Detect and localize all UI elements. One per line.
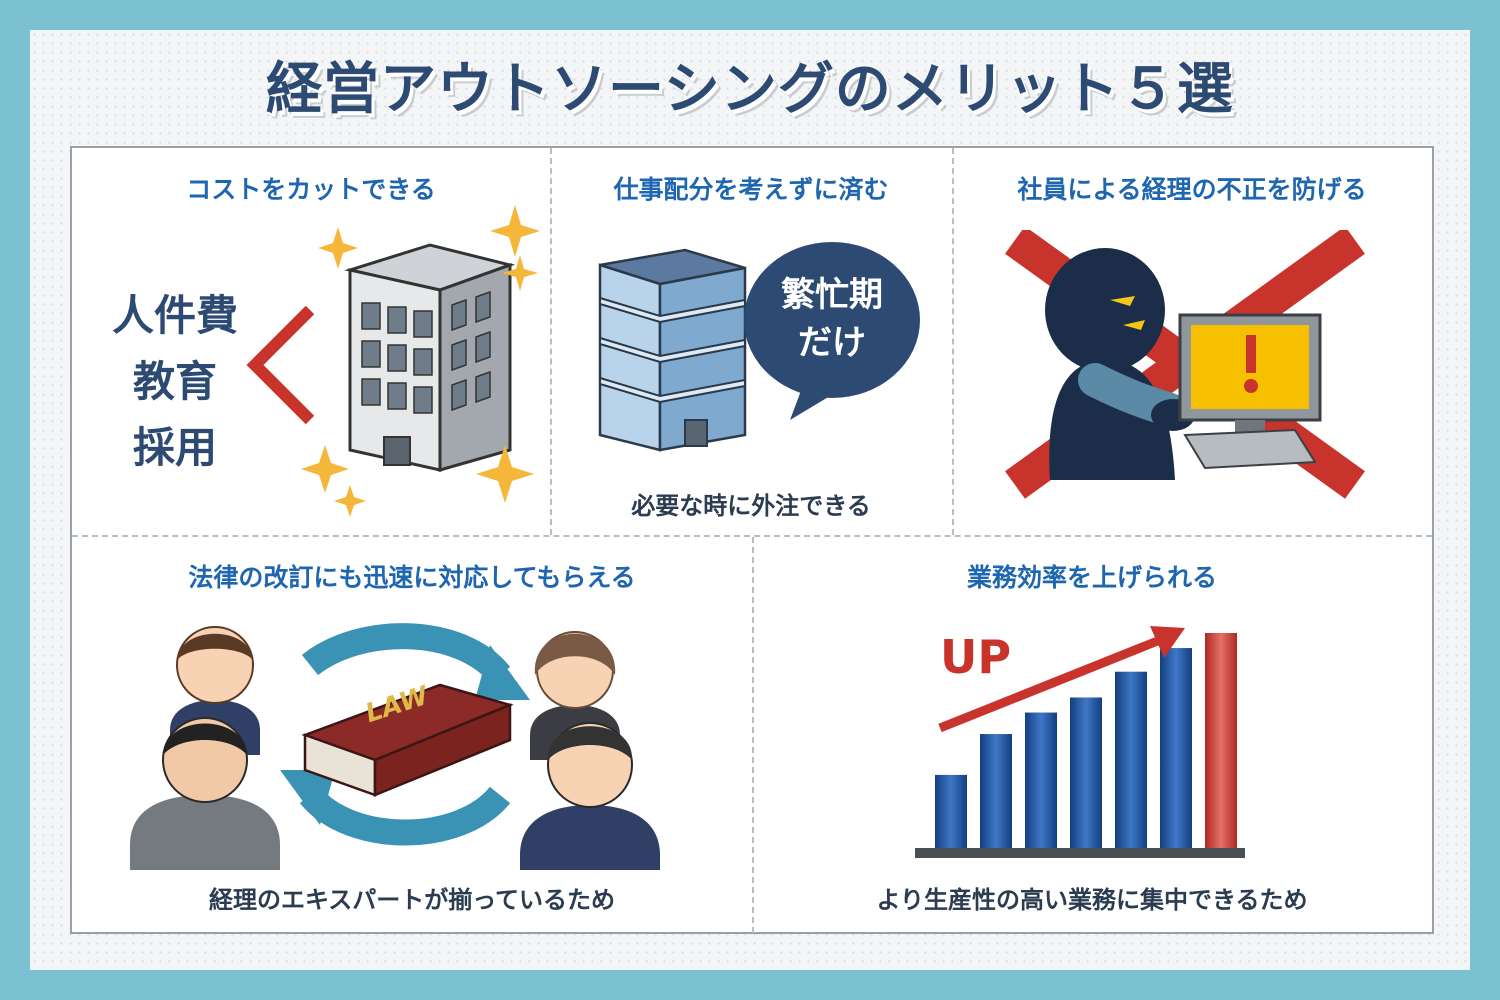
bubble-text-busy-season: 繁忙期 (781, 275, 883, 315)
trend-arrow-head (1150, 626, 1185, 658)
panel-allocation-heading: 仕事配分を考えずに済む (613, 175, 889, 204)
office-building-icon (301, 205, 540, 517)
page-title: 経営アウトソーシングのメリット５選 (266, 57, 1234, 122)
bar-highlight (1205, 633, 1237, 848)
cost-item-hiring: 採用 (132, 423, 217, 472)
bar-1 (935, 774, 967, 848)
trend-arrow-line (938, 635, 1162, 733)
bar-5 (1115, 671, 1147, 848)
panel-law-heading: 法律の改訂にも迅速に対応してもらえる (188, 563, 636, 592)
panel-law-caption: 経理のエキスパートが揃っているため (208, 886, 616, 914)
divider (952, 148, 954, 535)
chart-baseline (915, 848, 1245, 858)
panel-cost-heading: コストをカットできる (186, 175, 436, 204)
experts-and-law-book-illustration (130, 623, 660, 870)
divider (550, 148, 552, 535)
bar-3 (1025, 712, 1057, 848)
less-than-sign (246, 305, 315, 425)
cost-item-personnel: 人件費 (111, 291, 238, 340)
up-label: UP (940, 630, 1012, 684)
growth-bar-chart (915, 626, 1245, 858)
panel-fraud-heading: 社員による経理の不正を防げる (1017, 175, 1367, 204)
fraud-prevention-illustration (1005, 230, 1365, 499)
bar-4 (1070, 697, 1102, 848)
bar-2 (980, 734, 1012, 848)
panel-efficiency-caption: より生産性の高い業務に集中できるため (876, 886, 1308, 914)
divider (72, 535, 1432, 537)
bar-group (935, 633, 1237, 848)
office-tower-icon (598, 248, 747, 452)
divider (752, 537, 754, 933)
panel-efficiency-heading: 業務効率を上げられる (966, 563, 1217, 592)
bubble-text-only: だけ (798, 323, 866, 363)
speech-bubble (744, 242, 920, 420)
panel-allocation-caption: 必要な時に外注できる (631, 492, 871, 520)
bar-6 (1160, 648, 1192, 848)
cost-item-education: 教育 (132, 357, 217, 406)
